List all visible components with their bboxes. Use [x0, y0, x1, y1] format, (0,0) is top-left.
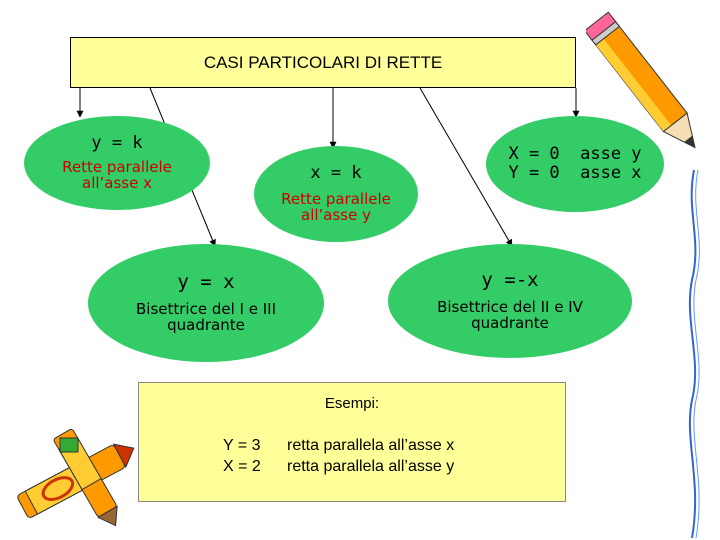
node-description: quadrante — [471, 314, 549, 333]
examples-box: Esempi: Y = 3 retta parallela all’asse x… — [138, 382, 566, 502]
node-equation: y = x — [177, 271, 235, 294]
node-equation: X = 0 asse y — [508, 144, 642, 165]
node-description: quadrante — [167, 316, 245, 335]
node-axes: X = 0 asse y Y = 0 asse x — [486, 116, 664, 212]
node-equation: Y = 0 asse x — [508, 163, 642, 183]
example-text: retta parallela all’asse x — [287, 437, 455, 454]
crayons-icon — [17, 428, 135, 527]
node-y-eq-x: y = x Bisettrice del I e III quadrante — [88, 244, 324, 362]
node-description: Rette parallele — [281, 189, 391, 208]
wavy-line-icon — [688, 170, 700, 539]
node-description: Rette parallele — [62, 157, 172, 176]
title-box: CASI PARTICOLARI DI RETTE — [70, 37, 576, 88]
arrow-to-y-eq-minus-x — [419, 87, 513, 247]
node-x-eq-k: x = k Rette parallele all’asse y — [254, 146, 418, 242]
node-equation: y = k — [91, 133, 143, 154]
node-description: all’asse y — [301, 206, 371, 225]
node-equation: y =-x — [481, 269, 539, 292]
node-description: Bisettrice del II e IV — [437, 297, 583, 316]
node-description: Bisettrice del I e III — [136, 299, 276, 318]
example-equation: X = 2 — [223, 458, 261, 475]
examples-title: Esempi: — [324, 395, 380, 412]
page-title: CASI PARTICOLARI DI RETTE — [203, 52, 443, 72]
node-y-eq-k: y = k Rette parallele all’asse x — [24, 116, 210, 210]
node-description: all’asse x — [82, 174, 152, 193]
node-equation: x = k — [310, 163, 362, 184]
pencil-icon — [586, 11, 696, 149]
example-text: retta parallela all’asse y — [287, 458, 455, 475]
example-equation: Y = 3 — [223, 437, 261, 454]
node-y-eq-minus-x: y =-x Bisettrice del II e IV quadrante — [388, 244, 632, 358]
